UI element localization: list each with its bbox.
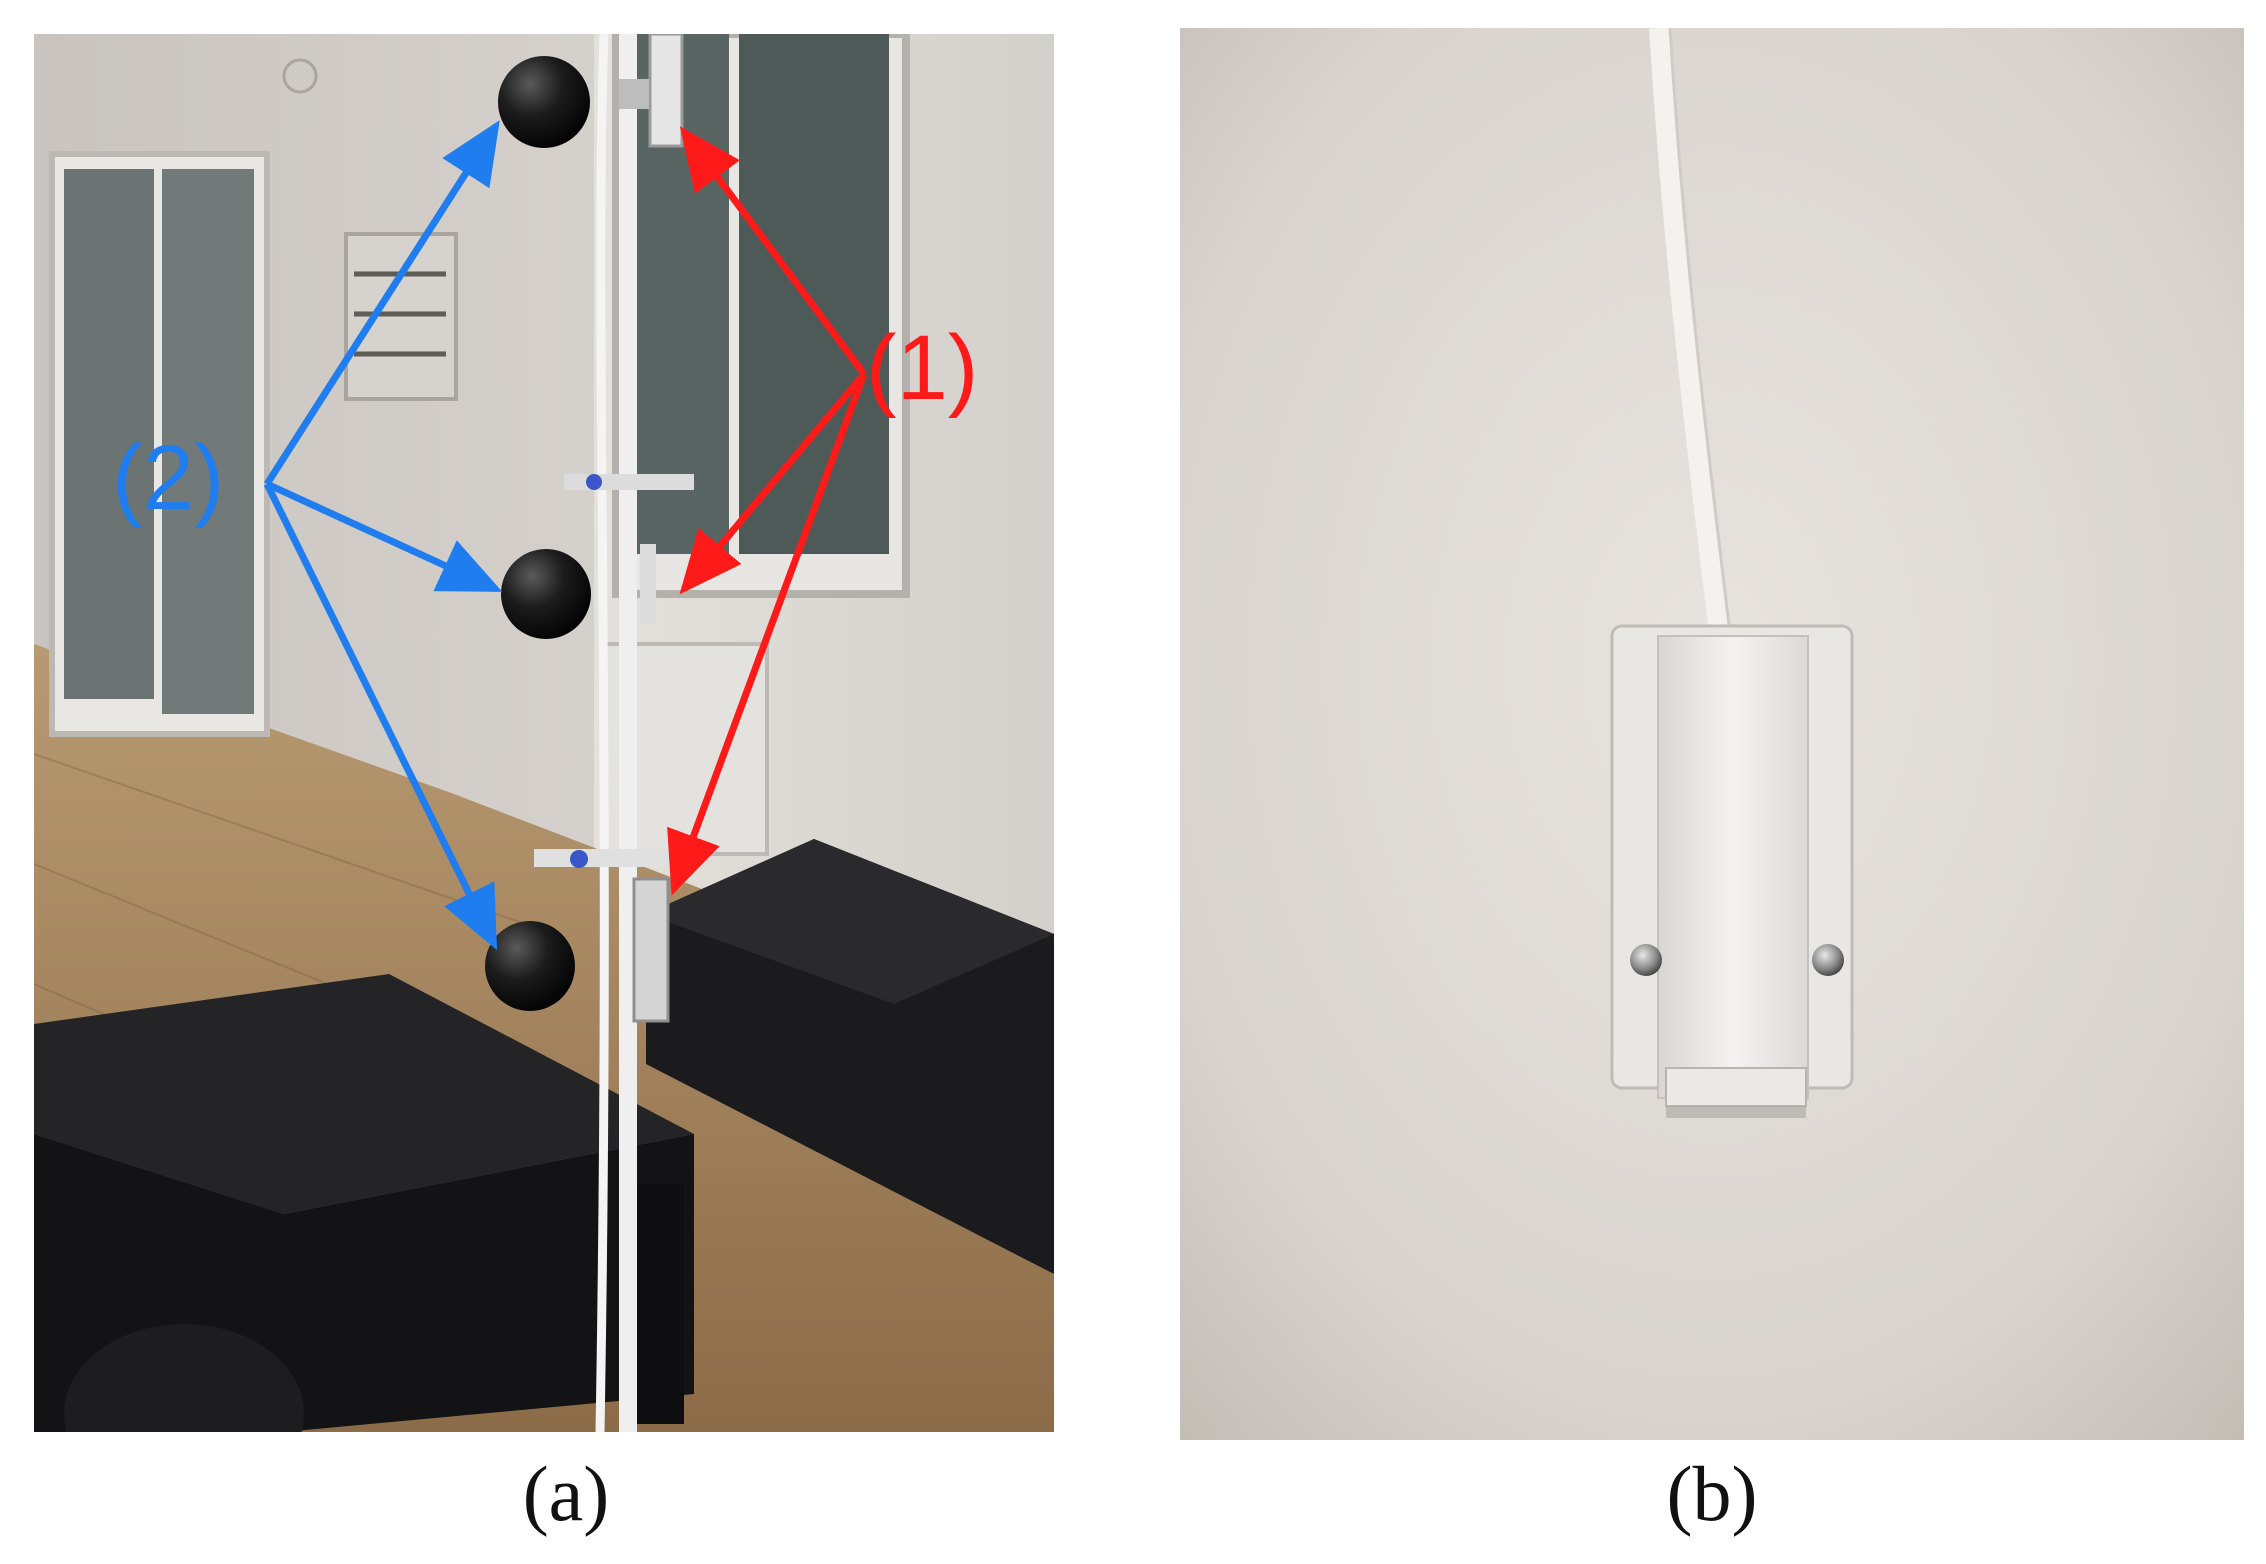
label-markers-2: (2) bbox=[112, 427, 225, 529]
caption-b: (b) bbox=[1666, 1450, 1758, 1537]
photo-panel-a bbox=[34, 34, 1054, 1432]
label-sensors-1: (1) bbox=[866, 317, 979, 419]
caption-a: (a) bbox=[522, 1450, 610, 1537]
photo-panel-b bbox=[1180, 28, 2244, 1440]
room-photo bbox=[34, 34, 1054, 1432]
wall-sensor-photo bbox=[1180, 28, 2244, 1440]
